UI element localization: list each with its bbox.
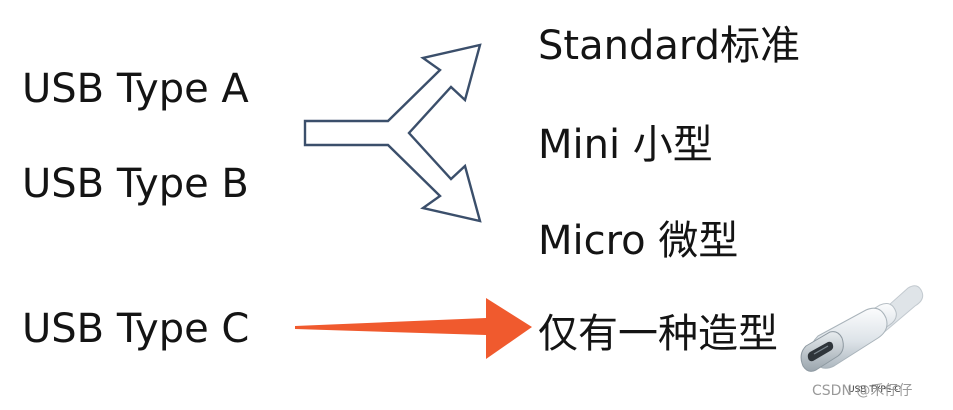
standard-label: Standard标准 [538,23,800,69]
usb-type-c-label: USB Type C [22,306,250,352]
split-arrow [303,43,482,223]
mini-label: Mini 小型 [538,122,713,168]
micro-label: Micro 微型 [538,218,739,264]
usb-type-b-label: USB Type B [22,161,249,207]
usb-type-a-label: USB Type A [22,66,249,112]
watermark: CSDN @禾仔仔 [812,383,913,399]
usb-c-plug-icon [800,285,924,372]
red-arrow [295,298,532,359]
single-shape-label: 仅有一种造型 [538,311,778,357]
plug-caption: USB TYPE C [848,385,901,395]
